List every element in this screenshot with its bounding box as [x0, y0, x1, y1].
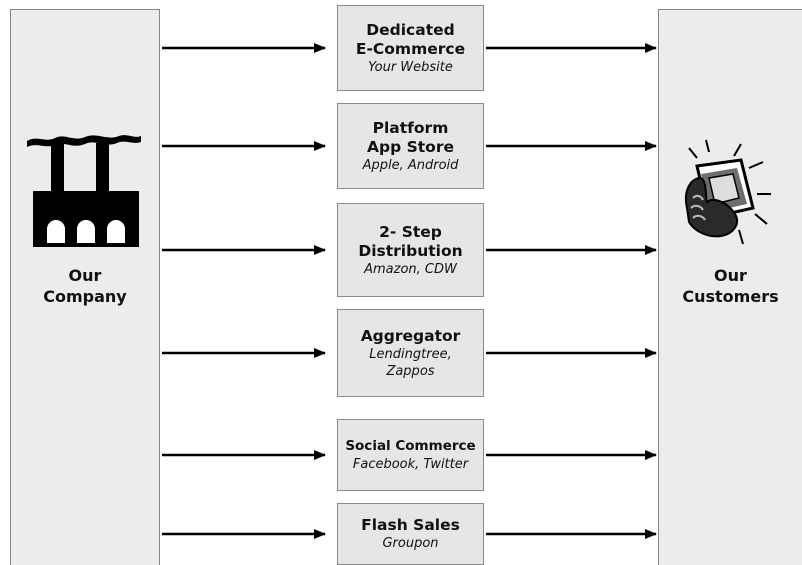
channel-subtitle: Zappos: [386, 363, 435, 379]
channel-subtitle: Your Website: [368, 59, 453, 75]
channel-title: Distribution: [358, 241, 463, 260]
money-hand-icon: [679, 138, 779, 252]
channel-subtitle: Apple, Android: [362, 157, 459, 173]
channel-subtitle: Lendingtree,: [369, 346, 452, 362]
channel-title: Social Commerce: [345, 438, 476, 454]
channel-subtitle: Facebook, Twitter: [352, 457, 469, 472]
factory-icon: [23, 133, 149, 257]
channel-title: Dedicated: [366, 20, 455, 39]
channel-subtitle: Amazon, CDW: [364, 261, 457, 277]
channel-subtitle: Groupon: [382, 536, 439, 551]
channel-title: E-Commerce: [355, 39, 466, 58]
channel-title: Flash Sales: [361, 516, 460, 534]
channel-title: App Store: [367, 137, 454, 156]
channel-title: Platform: [372, 118, 449, 137]
channel-title: 2- Step: [379, 222, 442, 241]
channel-title: Aggregator: [360, 326, 461, 345]
